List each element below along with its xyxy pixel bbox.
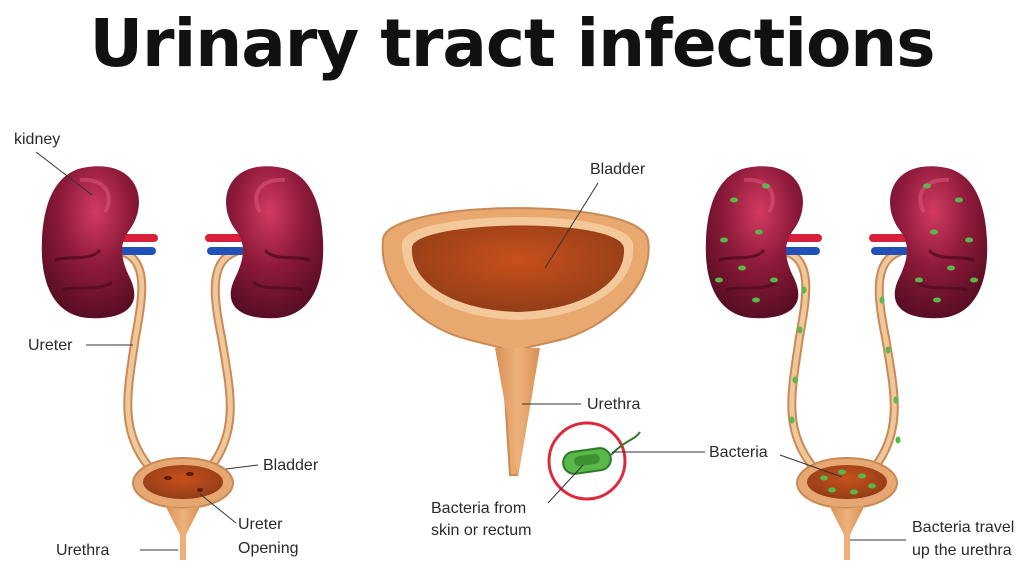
label-bacteria: Bacteria [709, 444, 768, 461]
label-ureter-opening-1: Ureter [238, 516, 283, 533]
label-bacteria-source-1: Bacteria from [431, 500, 527, 517]
infected-right-kidney [888, 164, 990, 321]
label-bladder-center: Bladder [590, 161, 646, 178]
label-bladder-left: Bladder [263, 457, 319, 474]
label-ureter-opening-2: Opening [238, 540, 299, 557]
label-bacteria-source-2: skin or rectum [431, 522, 532, 539]
label-kidney: kidney [14, 131, 61, 148]
infected-left-kidney [703, 164, 805, 321]
left-kidney [39, 164, 141, 321]
label-urethra-left: Urethra [56, 542, 110, 559]
label-urethra-center: Urethra [587, 396, 641, 413]
left-panel [35, 151, 326, 560]
label-bacteria-travel-2: up the urethra [912, 542, 1012, 559]
page-title: Urinary tract infections [89, 5, 935, 82]
label-ureter: Ureter [28, 337, 73, 354]
right-kidney [224, 164, 326, 321]
center-panel [381, 182, 705, 504]
label-bacteria-travel-1: Bacteria travel [912, 519, 1015, 536]
right-panel [703, 164, 990, 560]
